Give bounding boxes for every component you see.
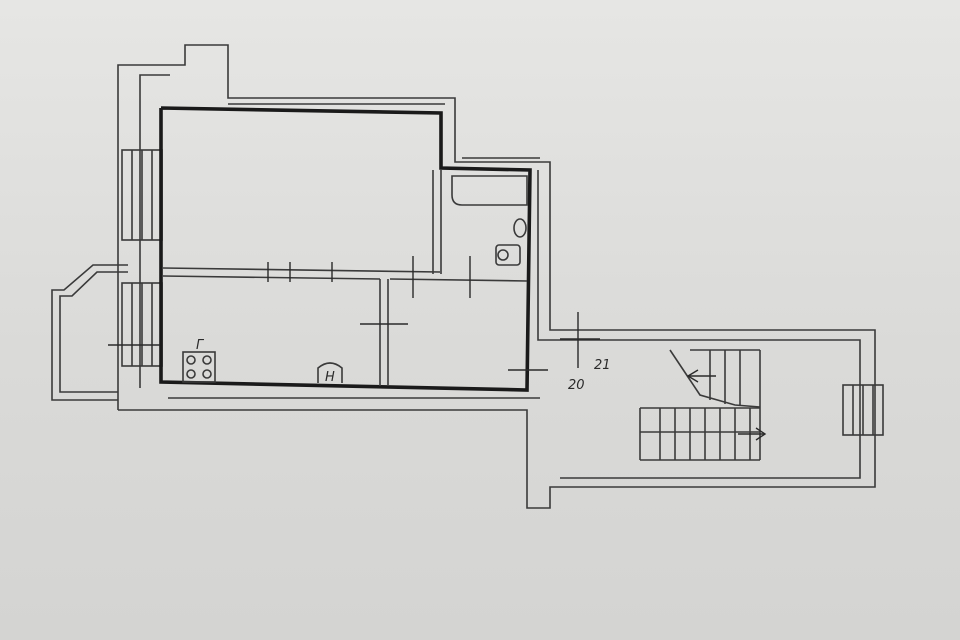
stair-down-arrow-icon [738, 427, 767, 441]
sink-letter: Н [325, 370, 335, 385]
window-upper-left [121, 149, 163, 241]
bathtub [451, 175, 528, 206]
washbasin [495, 244, 521, 266]
kitchen-sink [317, 362, 343, 383]
door-markers [108, 256, 600, 371]
stairwell [639, 349, 761, 461]
stove-letter: Г [196, 338, 205, 353]
balcony [51, 264, 128, 401]
window-right [842, 384, 884, 436]
apartment-boundary [159, 106, 532, 392]
toilet [513, 218, 527, 238]
stove [182, 351, 216, 383]
apartment-number-lower: 20 [568, 378, 585, 393]
apartment-number-upper: 21 [594, 358, 611, 373]
stair-up-arrow-icon [686, 369, 716, 383]
window-lower-left [121, 282, 163, 367]
interior-walls [162, 170, 528, 386]
